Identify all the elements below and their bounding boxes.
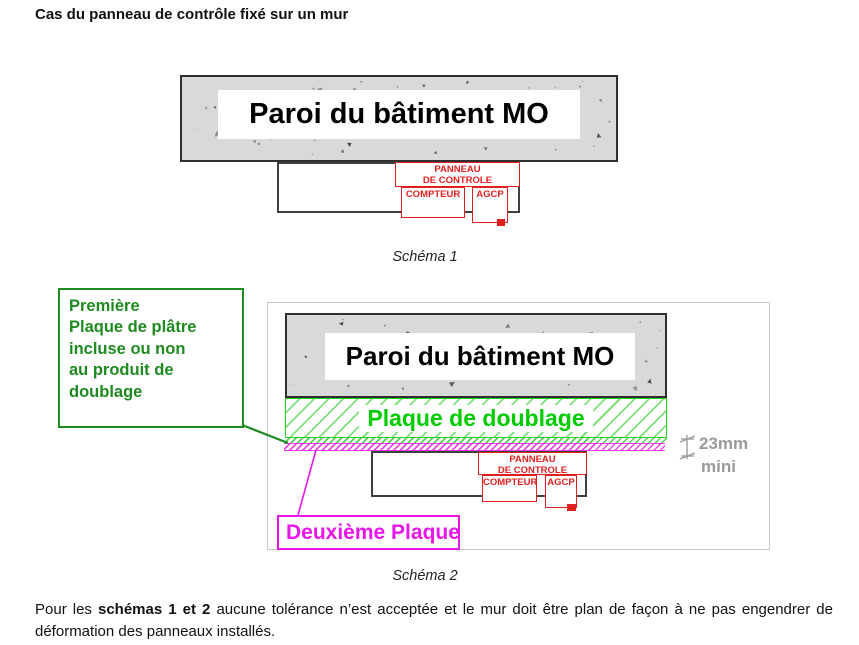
schema2-agcp-box: AGCP (545, 475, 577, 508)
dimension-qualifier-label: mini (701, 457, 736, 476)
schema2-red-marker-square (567, 504, 576, 511)
second-plate-band (284, 443, 665, 451)
lining-plate-label: Plaque de doublage (359, 404, 593, 432)
page-title: Cas du panneau de contrôle fixé sur un m… (35, 6, 349, 23)
schema1-agcp-box: AGCP (472, 187, 508, 223)
second-plate-callout-box: Deuxième Plaque (277, 515, 460, 550)
schema2-wall-label: Paroi du bâtiment MO (325, 333, 635, 380)
schema1-meter-box: COMPTEUR (401, 187, 465, 218)
schema1-concrete-wall: Paroi du bâtiment MO (180, 75, 618, 162)
schema1-wall-label: Paroi du bâtiment MO (218, 90, 580, 139)
dimension-value-label: 23mm (699, 434, 749, 453)
schema1-red-marker-square (497, 219, 505, 226)
schema1-caption: Schéma 1 (392, 249, 458, 265)
schema1-control-panel-box: PANNEAU DE CONTROLE (395, 162, 520, 187)
schema2-control-panel-box: PANNEAU DE CONTROLE (478, 452, 587, 476)
footer-text-prefix: Pour les (35, 601, 98, 618)
schema2-concrete-wall: Paroi du bâtiment MO (285, 313, 667, 398)
lining-plate-band: Plaque de doublage (285, 398, 667, 438)
footer-text-suffix: aucune tolérance n’est acceptée et le mu… (35, 601, 833, 640)
footer-text-bold: schémas 1 et 2 (97, 601, 211, 618)
lining-plate-tick-strip (285, 437, 667, 443)
schema2-caption: Schéma 2 (392, 568, 458, 584)
first-plate-callout-box: Première Plaque de plâtre incluse ou non… (58, 288, 244, 428)
schema2-meter-box: COMPTEUR (482, 475, 537, 502)
footer-paragraph: Pour les schémas 1 et 2 aucune tolérance… (35, 599, 833, 643)
